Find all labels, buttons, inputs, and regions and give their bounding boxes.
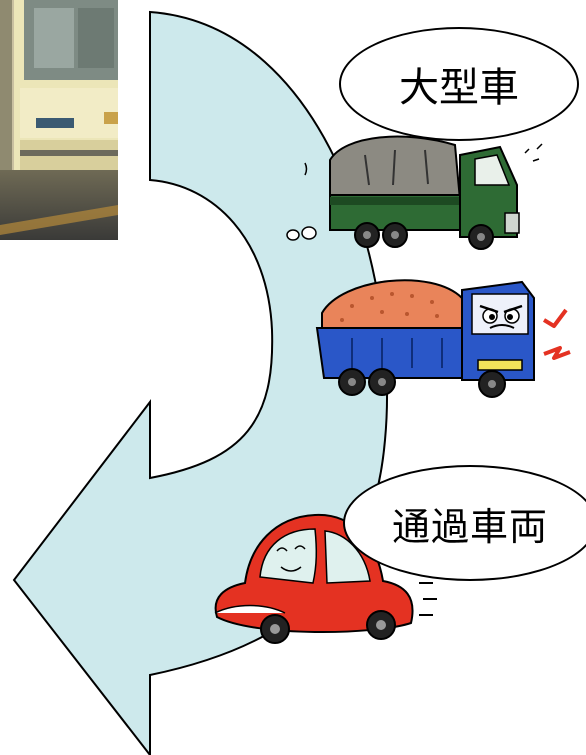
- ore-truck-illustration: [315, 279, 571, 398]
- passing-vehicle-label: 通過車両: [343, 465, 586, 581]
- large-vehicle-label: 大型車: [339, 27, 579, 141]
- dump-truck-illustration: [286, 135, 543, 250]
- large-vehicle-label-text: 大型車: [399, 65, 519, 111]
- passing-vehicle-label-text: 通過車両: [391, 504, 548, 549]
- bus-photo: [0, 0, 118, 240]
